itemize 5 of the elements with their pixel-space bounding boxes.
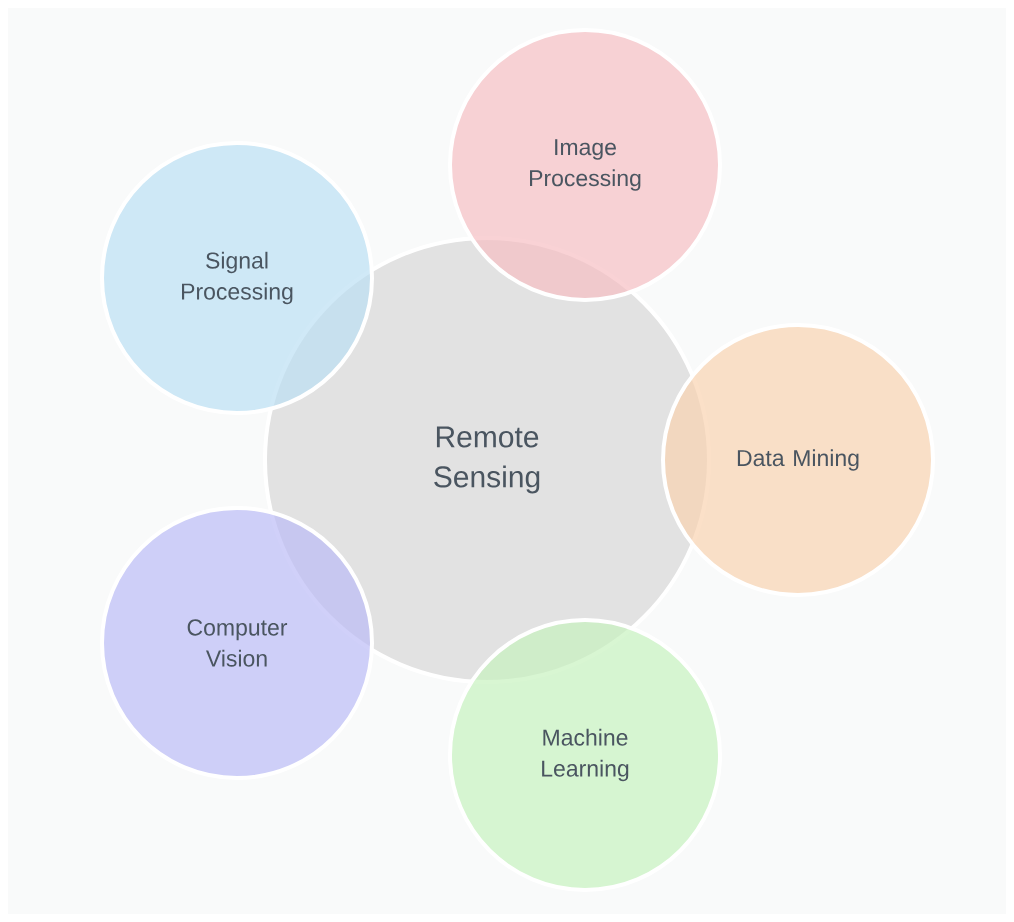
circle-node: Computer Vision (100, 506, 374, 780)
circle-node: Machine Learning (448, 618, 722, 892)
circle-node: Data Mining (661, 323, 935, 597)
circle-node: Image Processing (448, 28, 722, 302)
circle-node: Signal Processing (100, 141, 374, 415)
